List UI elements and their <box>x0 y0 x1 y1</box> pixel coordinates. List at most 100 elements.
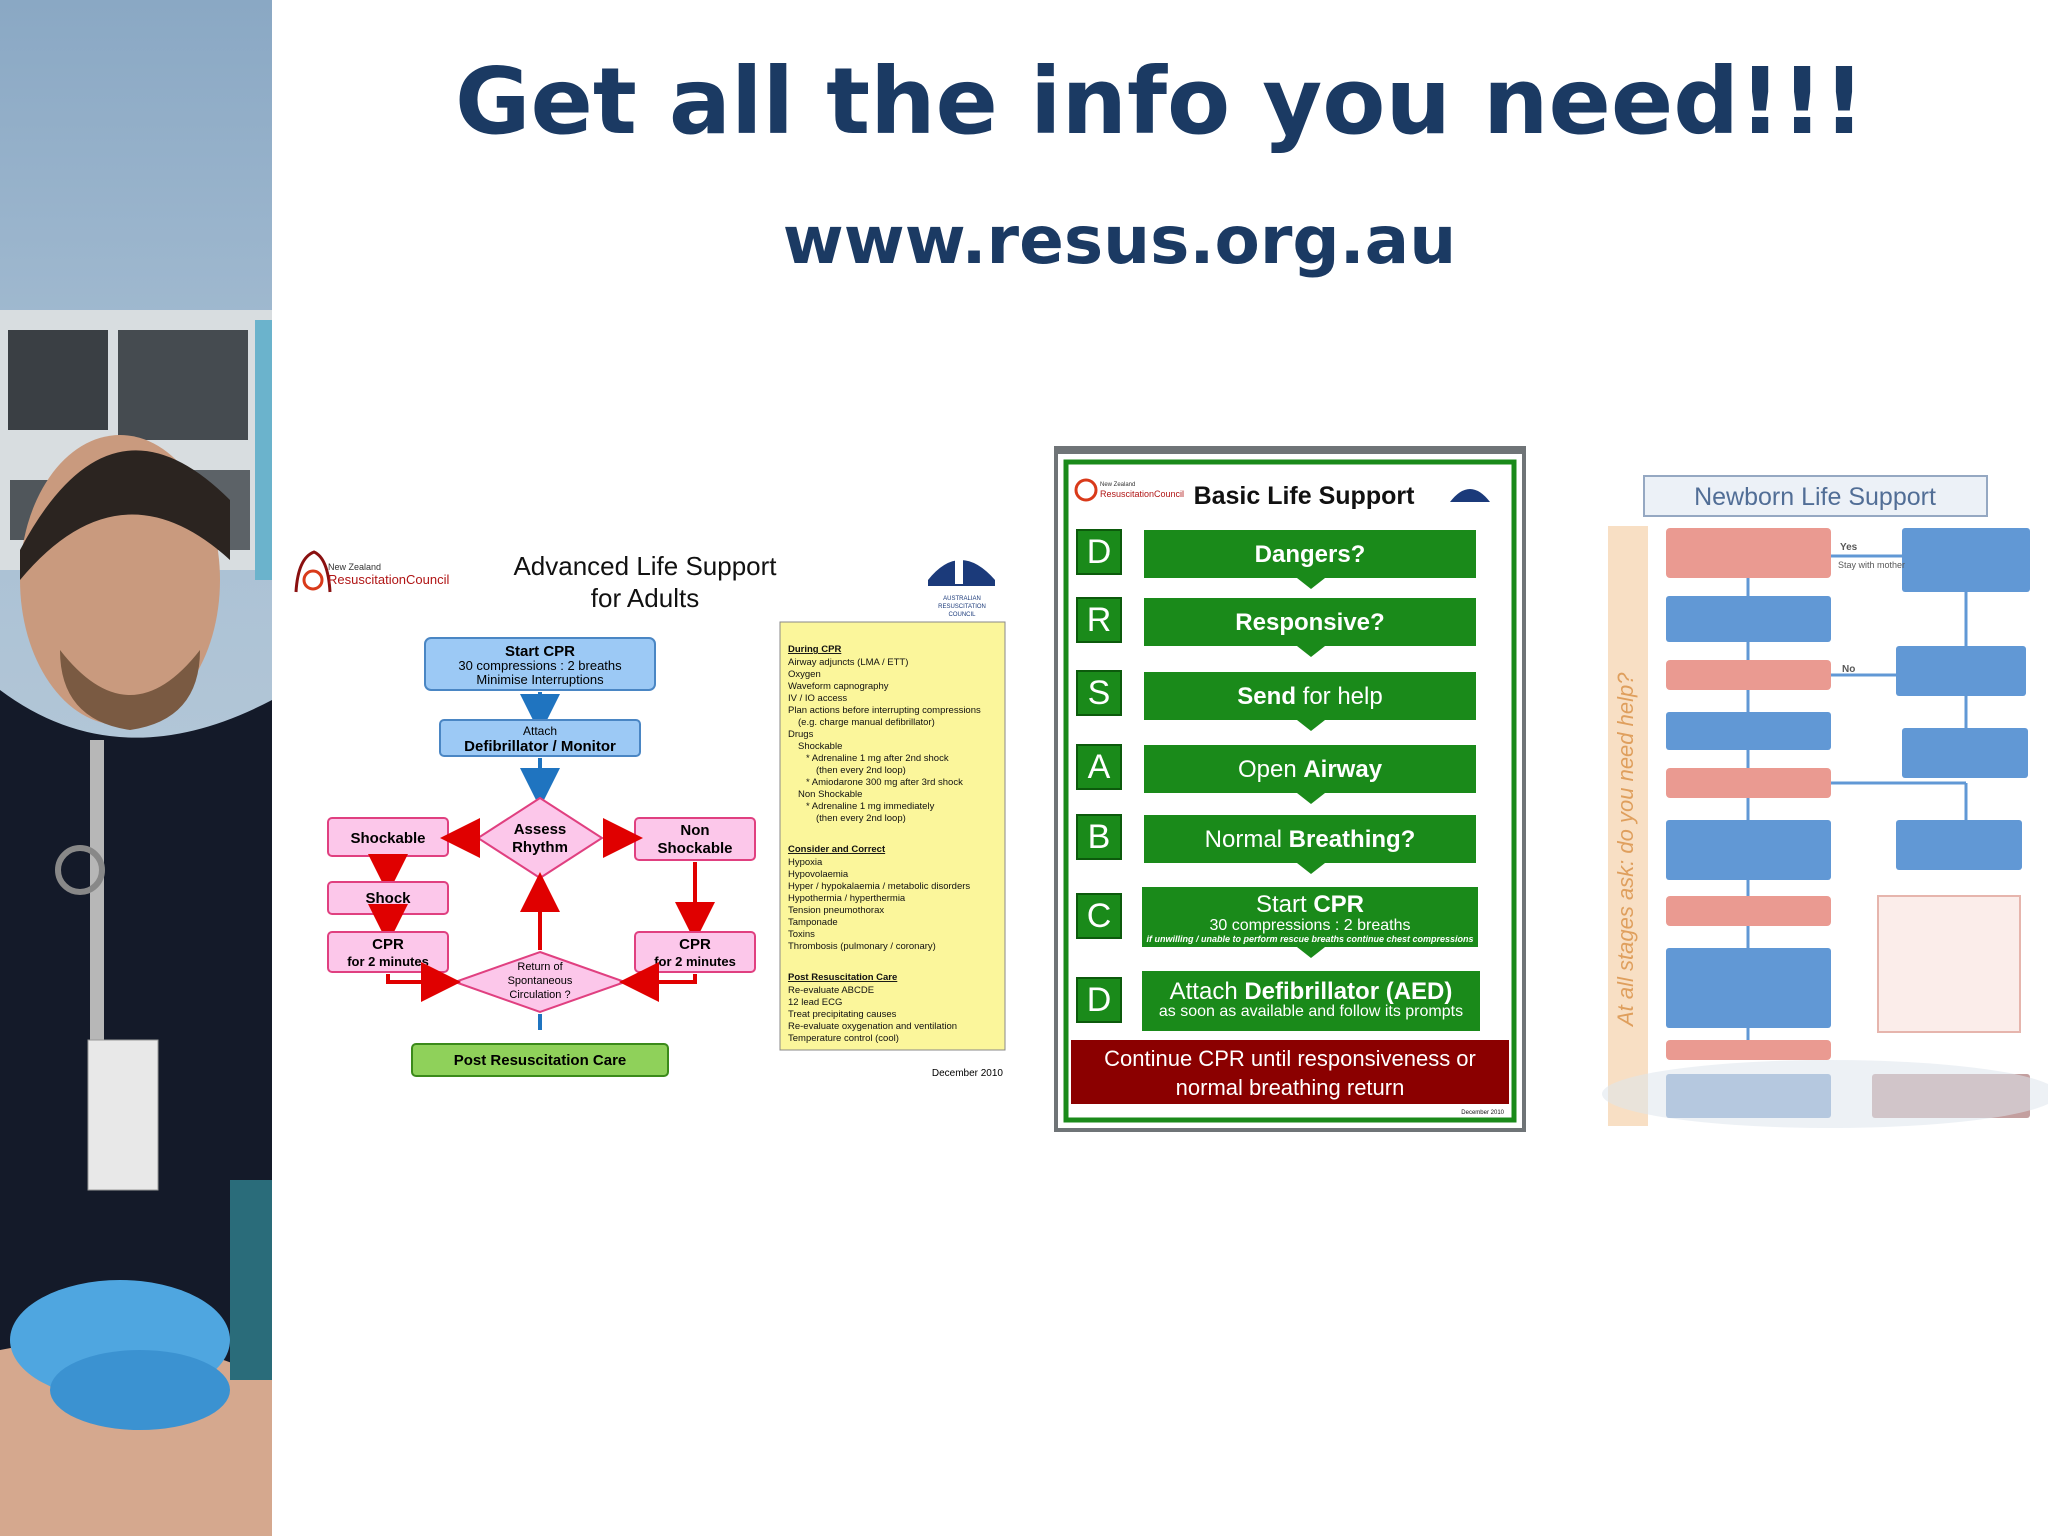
svg-text:IV / IO access: IV / IO access <box>788 693 847 704</box>
als-card: New Zealand ResuscitationCouncil Advance… <box>290 530 1020 1090</box>
rosc-diamond <box>451 950 629 1014</box>
assess-rhythm-diamond <box>476 796 604 880</box>
svg-text:Return of: Return of <box>517 961 563 973</box>
svg-text:Consider and Correct: Consider and Correct <box>788 844 886 855</box>
svg-text:Responsive?: Responsive? <box>1235 609 1384 636</box>
slide-title: Get all the info you need!!! <box>454 48 1865 155</box>
als-title-line2: for Adults <box>591 583 699 613</box>
bls-step-cpr <box>1142 887 1478 947</box>
svg-text:* Adrenaline 1 mg after 2nd sh: * Adrenaline 1 mg after 2nd shock <box>806 753 949 764</box>
svg-text:A: A <box>1088 748 1111 786</box>
svg-text:CPR: CPR <box>679 936 711 953</box>
als-info-panel <box>779 621 1006 1051</box>
svg-text:S: S <box>1088 674 1111 712</box>
nls-yes-label: Yes <box>1840 542 1858 553</box>
svg-text:Drugs: Drugs <box>788 729 814 740</box>
bls-arc-logo <box>1450 489 1490 502</box>
nls-stay-label: Stay with mother <box>1838 560 1905 570</box>
svg-text:New Zealand: New Zealand <box>328 562 381 572</box>
nls-no-label: No <box>1842 664 1855 675</box>
svg-text:30 compressions : 2 breaths: 30 compressions : 2 breaths <box>1210 917 1411 934</box>
bls-step-responsive <box>1144 598 1476 646</box>
svg-text:New Zealand: New Zealand <box>1100 482 1135 488</box>
svg-text:* Amiodarone 300 mg after 3rd: * Amiodarone 300 mg after 3rd shock <box>806 777 963 788</box>
svg-text:Thrombosis (pulmonary / corona: Thrombosis (pulmonary / coronary) <box>788 941 936 952</box>
svg-text:for 2 minutes: for 2 minutes <box>347 954 429 969</box>
svg-text:Treat precipitating causes: Treat precipitating causes <box>788 1009 897 1020</box>
bls-card: New Zealand ResuscitationCouncil Basic L… <box>1054 446 1526 1132</box>
svg-text:Hyper / hypokalaemia / metabol: Hyper / hypokalaemia / metabolic disorde… <box>788 881 970 892</box>
svg-text:D: D <box>1087 533 1112 571</box>
svg-text:Defibrillator / Monitor: Defibrillator / Monitor <box>464 738 616 755</box>
svg-text:AUSTRALIAN: AUSTRALIAN <box>943 596 981 602</box>
svg-text:D: D <box>1087 981 1112 1019</box>
als-date: December 2010 <box>932 1068 1004 1079</box>
bls-step-aed <box>1142 971 1480 1031</box>
svg-text:Dangers?: Dangers? <box>1255 541 1366 568</box>
svg-text:ResuscitationCouncil: ResuscitationCouncil <box>328 572 450 587</box>
svg-text:Re-evaluate oxygenation and ve: Re-evaluate oxygenation and ventilation <box>788 1021 957 1032</box>
svg-text:Shock: Shock <box>365 890 411 907</box>
svg-text:Shockable: Shockable <box>350 830 425 847</box>
svg-text:Tamponade: Tamponade <box>788 917 838 928</box>
svg-text:for 2 minutes: for 2 minutes <box>654 954 736 969</box>
svg-text:December 2010: December 2010 <box>1461 1110 1504 1116</box>
svg-text:Non Shockable: Non Shockable <box>798 789 862 800</box>
svg-text:Plan actions before interrupti: Plan actions before interrupting compres… <box>788 705 981 716</box>
svg-text:Attach: Attach <box>523 724 557 738</box>
svg-text:30 compressions : 2 breaths: 30 compressions : 2 breaths <box>458 658 622 673</box>
svg-text:Post Resuscitation Care: Post Resuscitation Care <box>788 972 897 983</box>
bls-step-airway <box>1144 745 1476 793</box>
svg-text:Minimise Interruptions: Minimise Interruptions <box>476 672 604 687</box>
svg-text:Hypoxia: Hypoxia <box>788 857 823 868</box>
svg-text:Temperature control (cool): Temperature control (cool) <box>788 1033 899 1044</box>
svg-text:(e.g. charge manual defibrilla: (e.g. charge manual defibrillator) <box>798 717 935 728</box>
svg-text:(then every 2nd loop): (then every 2nd loop) <box>816 813 906 824</box>
svg-text:(then every 2nd loop): (then every 2nd loop) <box>816 765 906 776</box>
nls-side-text: At all stages ask: do you need help? <box>1613 672 1638 1028</box>
cpr-left-box <box>327 931 449 973</box>
start-cpr-box <box>424 637 656 691</box>
cpr-right-box <box>634 931 756 973</box>
svg-text:Toxins: Toxins <box>788 929 815 940</box>
svg-text:During CPR: During CPR <box>788 644 841 655</box>
svg-text:as soon as available and follo: as soon as available and follow its prom… <box>1159 1003 1463 1020</box>
svg-text:Attach Defibrillator (AED): Attach Defibrillator (AED) <box>1170 978 1453 1005</box>
svg-text:C: C <box>1087 897 1112 935</box>
bls-step-send-help <box>1144 672 1476 720</box>
bls-continue-cpr-banner <box>1071 1040 1509 1104</box>
svg-text:if unwilling / unable to perfo: if unwilling / unable to perform rescue … <box>1146 934 1473 944</box>
svg-text:Start CPR: Start CPR <box>505 643 575 660</box>
cpr-training-photo <box>0 0 272 1536</box>
svg-text:Hypothermia / hyperthermia: Hypothermia / hyperthermia <box>788 893 906 904</box>
svg-text:normal breathing return: normal breathing return <box>1176 1075 1405 1100</box>
svg-text:Tension pneumothorax: Tension pneumothorax <box>788 905 884 916</box>
nls-card: Newborn Life Support At all stages ask: … <box>1600 466 2048 1130</box>
svg-text:Non: Non <box>680 822 709 839</box>
svg-text:CPR: CPR <box>372 936 404 953</box>
post-resuscitation-box <box>411 1043 669 1077</box>
nls-title: Newborn Life Support <box>1694 483 1936 511</box>
svg-text:Rhythm: Rhythm <box>512 839 568 856</box>
svg-text:Start CPR: Start CPR <box>1256 891 1364 918</box>
svg-text:Assess: Assess <box>514 821 567 838</box>
svg-text:COUNCIL: COUNCIL <box>948 612 976 618</box>
svg-text:Spontaneous: Spontaneous <box>508 975 573 987</box>
svg-text:Send for help: Send for help <box>1237 683 1382 710</box>
svg-text:Shockable: Shockable <box>657 840 732 857</box>
svg-text:Open Airway: Open Airway <box>1238 756 1383 783</box>
arc-logo: AUSTRALIAN RESUSCITATION COUNCIL <box>928 558 995 618</box>
als-title-line1: Advanced Life Support <box>513 551 777 581</box>
svg-text:Waveform capnography: Waveform capnography <box>788 681 889 692</box>
svg-text:B: B <box>1088 818 1111 856</box>
nz-resus-council-logo: New Zealand ResuscitationCouncil <box>294 550 450 593</box>
svg-text:Oxygen: Oxygen <box>788 669 821 680</box>
svg-text:Circulation ?: Circulation ? <box>509 989 570 1001</box>
bls-title: Basic Life Support <box>1194 482 1416 510</box>
website-url[interactable]: www.resus.org.au <box>782 202 1457 279</box>
svg-text:Normal Breathing?: Normal Breathing? <box>1205 826 1416 853</box>
svg-text:R: R <box>1087 601 1112 639</box>
svg-text:Hypovolaemia: Hypovolaemia <box>788 869 849 880</box>
bls-nz-logo: New Zealand ResuscitationCouncil <box>1074 478 1184 502</box>
svg-text:Re-evaluate ABCDE: Re-evaluate ABCDE <box>788 985 874 996</box>
